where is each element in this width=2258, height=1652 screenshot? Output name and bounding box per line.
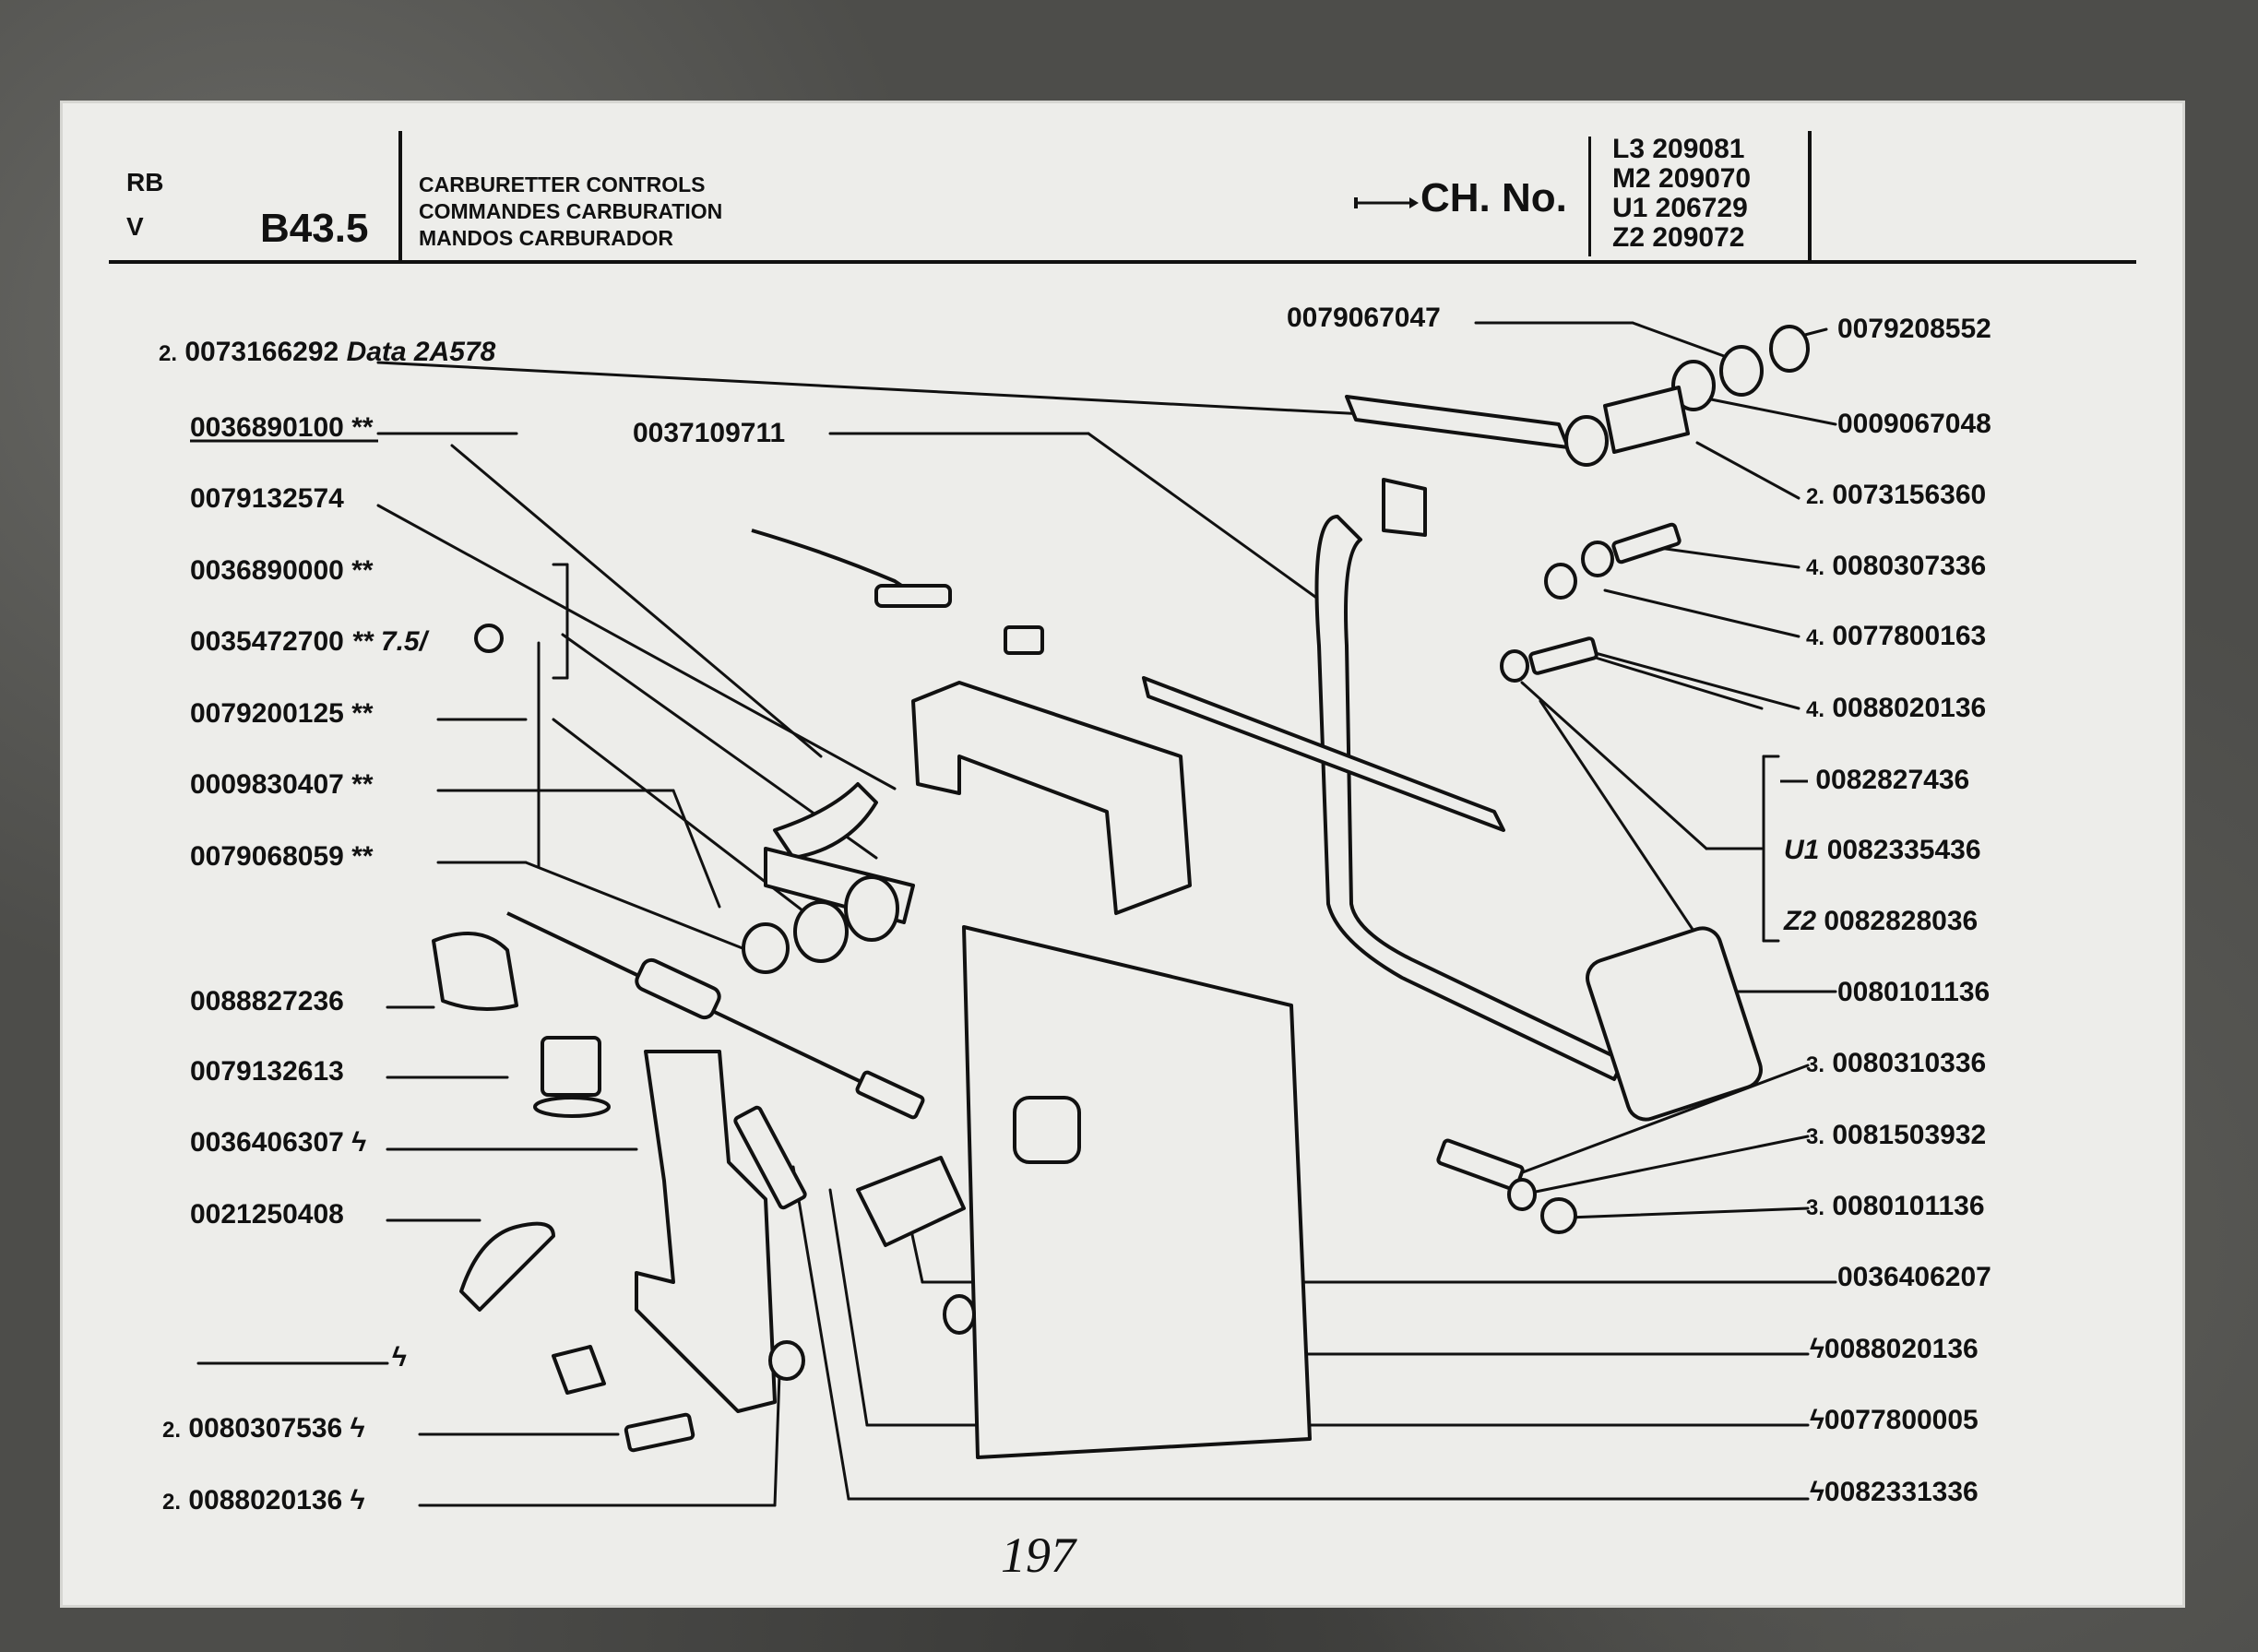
part-label-left: 0035472700 ** 7.5/: [190, 626, 427, 657]
part-label-right: 3. 0081503932: [1806, 1120, 1987, 1150]
part-label-left: 0021250408: [190, 1199, 344, 1230]
header-divider: [109, 260, 2136, 264]
part-label-right: 0037109711: [633, 418, 786, 448]
group-code-bottom: V: [126, 212, 144, 241]
part-label-left: 0036890000 **: [190, 555, 374, 586]
part-label-right: 0009067048: [1837, 409, 1991, 439]
part-label-left: 0036406307 ϟ: [190, 1127, 367, 1158]
part-label-right: — 0082827436: [1780, 765, 1970, 795]
part-label-left: 0079068059 **: [190, 841, 374, 872]
part-label-right: ϟ0077800005: [1810, 1405, 1979, 1435]
part-label-left: 0079132613: [190, 1056, 344, 1087]
part-label-right: 4. 0088020136: [1806, 693, 1987, 723]
part-label-left: 0079200125 **: [190, 698, 374, 729]
part-label-left: 2. 0073166292 Data 2A578: [159, 337, 496, 367]
part-label-right: ϟ0082331336: [1810, 1477, 1979, 1507]
part-label-left: 2. 0088020136 ϟ: [162, 1485, 365, 1515]
chassis-separator: [1808, 131, 1812, 260]
chassis-label: CH. No.: [1420, 175, 1567, 220]
page-titles: CARBURETTER CONTROLS COMMANDES CARBURATI…: [419, 172, 722, 252]
part-label-left: 2. 0080307536 ϟ: [162, 1413, 365, 1444]
group-code-top: RB: [126, 168, 164, 196]
part-label-left: 0088827236: [190, 986, 344, 1016]
title-spanish: MANDOS CARBURADOR: [419, 226, 673, 250]
part-label-right: U1 0082335436: [1784, 835, 1981, 865]
chassis-item: Z2 209072: [1612, 222, 1745, 253]
pedal-arm: [1314, 515, 1625, 1081]
handwritten-page-number: 197: [1001, 1527, 1076, 1583]
part-label-right: 0079208552: [1837, 314, 1991, 344]
part-label-left: 0036890100 **: [190, 412, 374, 443]
part-label-right: 0036406207: [1837, 1262, 1991, 1292]
header-separator: [398, 131, 402, 260]
chassis-item: L3 209081: [1612, 134, 1745, 164]
part-label-right: ϟ0088020136: [1810, 1334, 1979, 1364]
chassis-arrow-icon: [1354, 197, 1419, 208]
clip-part: [432, 932, 518, 1011]
part-label-right: 0079067047: [1287, 303, 1441, 333]
pedal-shaft: [1345, 395, 1570, 449]
chassis-item: M2 209070: [1612, 163, 1752, 194]
part-label-left: ϟ: [392, 1342, 407, 1373]
part-label-right: 0080101136: [1837, 977, 1991, 1007]
support-plate: [635, 1050, 777, 1413]
chassis-bracket: [1588, 137, 1591, 256]
part-label-left: 0079132574: [190, 483, 344, 514]
part-label-right: 4. 0080307336: [1806, 551, 1987, 581]
part-label-right: Z2 0082828036: [1784, 906, 1979, 936]
title-french: COMMANDES CARBURATION: [419, 199, 723, 223]
chassis-item: U1 206729: [1612, 193, 1748, 223]
part-label-right: 3. 0080101136: [1806, 1191, 1985, 1221]
pedal-pad: [1586, 926, 1763, 1122]
chassis-list: L3 209081 M2 209070 U1 206729 Z2 209072: [1612, 135, 1751, 253]
bulkhead-block: [962, 925, 1312, 1459]
return-spring: [459, 1221, 555, 1312]
page-code: B43.5: [260, 206, 369, 251]
part-label-right: 3. 0080310336: [1806, 1048, 1987, 1078]
control-rod: [1142, 676, 1505, 832]
mounting-bracket: [911, 681, 1192, 915]
part-label-right: 2. 0073156360: [1806, 480, 1987, 510]
part-label-right: 4. 0077800163: [1806, 621, 1987, 651]
part-label-left: 0009830407 **: [190, 769, 374, 800]
title-english: CARBURETTER CONTROLS: [419, 172, 706, 196]
